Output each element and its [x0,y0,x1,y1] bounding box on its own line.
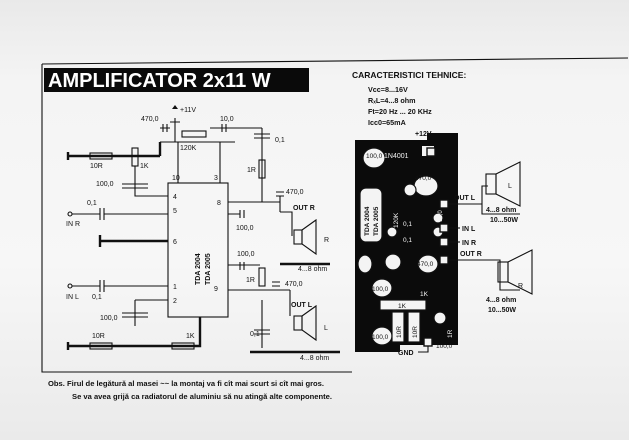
spk-r-label: R [324,237,329,244]
spk-r-spec-2: 10...50W [488,307,516,314]
pcb-in-r: IN R [462,240,476,247]
pin-10: 9 [214,286,218,293]
c100-bot-label: 100,0 [100,315,118,322]
pin-8: 8 [217,200,221,207]
note-line-1: Obs. Firul de legătură al masei ~~ la mo… [48,379,324,388]
ohm-l-label: 4...8 ohm [300,355,329,362]
pcb-ic-2: TDA 2005 [373,206,380,236]
pcb-r5: 10R [396,326,403,338]
ohm-r-label: 4...8 ohm [298,266,327,273]
ic-body [167,182,229,318]
pin-5: 5 [173,208,177,215]
pcb-c3: 0,1 [403,237,412,244]
pcb-ic-1: TDA 2004 [364,206,371,236]
pcb-supply-label: +12V [415,131,432,138]
specs-block: CARACTERISTICI TEHNICE: Vcc=8...16V RₓL=… [352,70,466,127]
c01-inr-label: 0,1 [87,200,97,207]
speaker-r-external: R 4...8 ohm 10...50W [486,249,533,314]
spk-l-spec-1: 4...8 ohm [486,207,516,214]
spec-vcc: Vcc=8...16V [368,85,408,94]
ic-label-2: TDA 2005 [205,253,212,285]
r10r-bot-label: 10R [92,333,105,340]
page-frame [41,64,352,373]
r1r-bot-label: 1R [246,277,255,284]
pcb-diode-label: 1N4001 [384,153,409,160]
spec-freq: Ft=20 Hz ... 20 KHz [368,107,432,116]
pcb-c8: 10,0 [438,210,444,222]
c100-mid2-label: 100,0 [237,251,255,258]
r1r-top-label: 1R [247,167,256,174]
c470-top-label: 470,0 [141,116,159,123]
ic-label-1: TDA 2004 [195,253,202,285]
note-line-2: Se va avea grijă ca radiatorul de alumin… [72,392,332,401]
speaker-r-ext-icon [507,249,533,295]
out-l-label: OUT L [291,302,313,309]
spk-r-ext-label: R [518,283,523,290]
pcb-r3: 1K [420,291,429,298]
notes: Obs. Firul de legătură al masei ~~ la mo… [48,379,332,401]
r120k-label: 120K [180,145,197,152]
pcb-r4: 1K [398,303,407,310]
pcb-wiring: OUT L IN L IN R OUT R GND [398,185,520,357]
c100-left-label: 100,0 [96,181,114,188]
c470-outr-label: 470,0 [286,189,304,196]
pcb-r1: 120K [393,212,400,228]
c10-top-label: 10,0 [220,116,234,123]
spec-icc: Icc0=65mA [368,118,406,127]
speaker-l-external: L 4...8 ohm 10...50W [485,161,521,224]
pin-9: 10 [172,175,180,182]
pcb-gnd: GND [398,350,414,357]
r10r-top-label: 10R [90,163,103,170]
c470-outl-label: 470,0 [285,281,303,288]
pcb-out-r: OUT R [460,251,482,258]
pcb-c4: 0,1 [403,221,412,228]
pin-3: 3 [214,175,218,182]
page-top-line [41,57,629,65]
out-r-label: OUT R [293,205,315,212]
pcb-c6: 100,0 [372,286,389,293]
spk-l-label: L [324,325,328,332]
specs-heading: CARACTERISTICI TEHNICE: [352,70,466,80]
schematic: TDA 2004 TDA 2005 10 3 4 5 6 1 2 8 9 +11… [66,105,340,362]
pcb-layout: +12V 1N4001 100,0 470,0 TDA 2004 TDA 200… [355,131,458,352]
pcb-in-l: IN L [462,226,476,233]
pcb-c7: 100,0 [372,334,389,341]
speaker-r-icon [301,218,317,256]
pcb-c5: 470,0 [417,261,434,268]
c100-mid-label: 100,0 [236,225,254,232]
pcb-out-l: OUT L [454,195,476,202]
pcb-c9: 100,0 [436,343,453,350]
pin-6: 6 [173,239,177,246]
pin-2: 2 [173,298,177,305]
pcb-c1: 100,0 [366,153,383,160]
pin-1: 1 [173,284,177,291]
speaker-l-ext-icon [495,161,521,207]
title-banner: AMPLIFICATOR 2x11 W [44,68,309,92]
c01-inl-label: 0,1 [92,294,102,301]
r1k-top-label: 1K [140,163,149,170]
spk-l-ext-label: L [508,183,512,190]
pcb-r6: 10R [412,326,419,338]
supply-label: +11V [180,107,196,114]
in-l-label: IN L [66,294,79,301]
pcb-r7: 1R [447,329,454,338]
speaker-l-icon [301,304,317,342]
c01-top-label: 0,1 [275,137,285,144]
title-text: AMPLIFICATOR 2x11 W [48,70,271,92]
pin-4: 4 [173,194,177,201]
pcb-c2: 470,0 [415,175,432,182]
in-r-label: IN R [66,221,80,228]
c01-bot-label: 0,1 [250,331,260,338]
r1k-bot-label: 1K [186,333,195,340]
spec-load: RₓL=4...8 ohm [368,96,416,105]
spk-l-spec-2: 10...50W [490,217,518,224]
spk-r-spec-1: 4...8 ohm [486,297,516,304]
